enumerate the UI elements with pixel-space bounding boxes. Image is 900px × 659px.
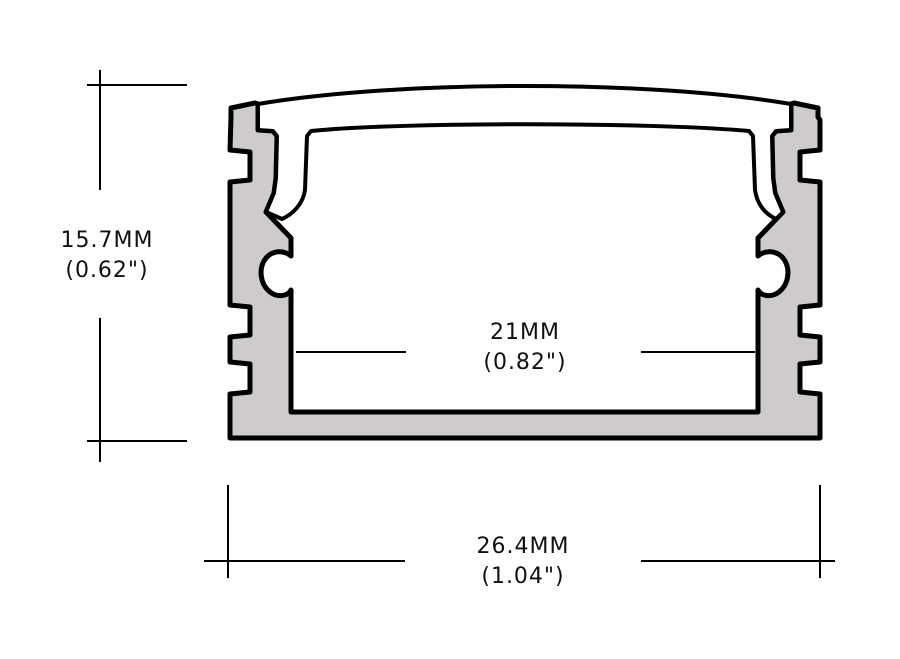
width-dimension-lines bbox=[204, 485, 835, 578]
inner-width-metric: 21MM bbox=[490, 320, 560, 345]
outer-width-dimension-label: 26.4MM (1.04") bbox=[448, 532, 598, 592]
outer-width-imperial: (1.04") bbox=[481, 564, 565, 589]
profile-body bbox=[227, 100, 823, 441]
height-dimension-label: 15.7MM (0.62") bbox=[42, 226, 172, 286]
inner-width-imperial: (0.82") bbox=[483, 350, 567, 375]
height-dimension-lines bbox=[87, 70, 187, 462]
inner-width-dimension-label: 21MM (0.82") bbox=[450, 318, 600, 378]
height-metric: 15.7MM bbox=[60, 228, 154, 253]
diffuser-cover bbox=[256, 84, 793, 221]
outer-width-metric: 26.4MM bbox=[476, 534, 570, 559]
height-imperial: (0.62") bbox=[65, 258, 149, 283]
